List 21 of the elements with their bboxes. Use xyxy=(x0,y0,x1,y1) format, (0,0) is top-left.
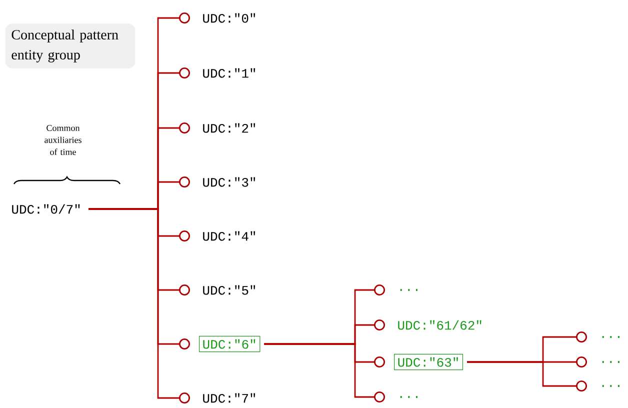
highlighted-class-box: UDC:"6" xyxy=(199,336,260,352)
class-label: UDC:"4" xyxy=(203,231,256,241)
tree-connector xyxy=(467,361,587,392)
ellipsis-label: ... xyxy=(400,289,418,291)
class-label: UDC:"7" xyxy=(203,393,256,403)
ellipsis-label: ... xyxy=(602,336,620,338)
tree-connector xyxy=(264,343,385,402)
class-label: UDC:"0" xyxy=(203,13,256,23)
class-label: UDC:"0/7" xyxy=(12,204,80,214)
ellipsis-label: ... xyxy=(602,361,620,363)
class-label: UDC:"3" xyxy=(203,177,256,187)
tree-connector xyxy=(88,208,190,404)
ellipsis-label: ... xyxy=(602,385,620,387)
ellipsis-label: ... xyxy=(400,396,418,398)
class-label: UDC:"5" xyxy=(203,285,256,295)
brace-caption: Common auxiliaries of time xyxy=(44,124,82,156)
class-label: UDC:"61/62" xyxy=(398,320,482,330)
class-label: UDC:"1" xyxy=(203,68,256,78)
class-label: UDC:"2" xyxy=(203,123,256,133)
highlighted-class-box: UDC:"63" xyxy=(394,354,464,370)
group-label-box: Conceptual pattern entity group xyxy=(5,24,136,68)
